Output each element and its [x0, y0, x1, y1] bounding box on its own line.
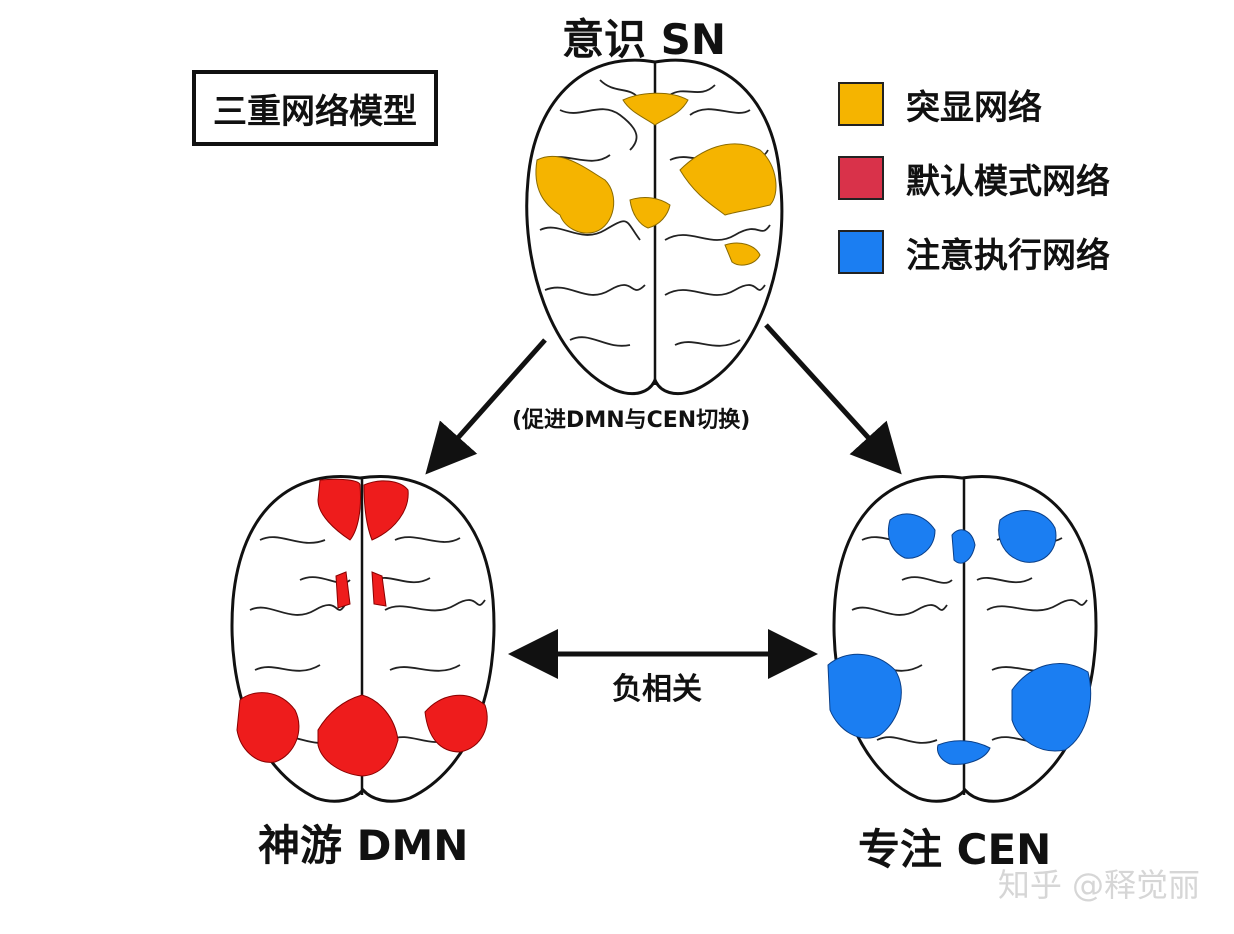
node-label-dmn: 神游 DMN [258, 821, 469, 870]
legend-label: 突显网络 [906, 87, 1042, 128]
diagram-title-text: 三重网络模型 [213, 91, 417, 132]
legend-label: 注意执行网络 [906, 235, 1110, 276]
node-label-cen: 专注 CEN [858, 825, 1052, 874]
legend-swatch [838, 156, 884, 200]
legend-swatch [838, 230, 884, 274]
diagram-title: 三重网络模型 [192, 70, 438, 146]
edge-label-dmn-cen: 负相关 [612, 672, 702, 707]
brain-sn [525, 58, 784, 396]
watermark: 知乎 @释觉丽 [997, 866, 1200, 904]
legend: 突显网络 默认模式网络 注意执行网络 [838, 80, 1110, 302]
legend-item-default-mode: 默认模式网络 [838, 154, 1110, 202]
brain-dmn [230, 475, 496, 803]
node-label-sn: 意识 SN [562, 15, 727, 64]
legend-item-salience: 突显网络 [838, 80, 1110, 128]
arrow-sn-to-cen [764, 323, 902, 475]
legend-item-executive: 注意执行网络 [838, 228, 1110, 276]
edge-label-sn-switch: (促进DMN与CEN切换) [512, 408, 751, 433]
brain-cen [827, 475, 1098, 803]
legend-swatch [838, 82, 884, 126]
arrow-sn-to-dmn [425, 338, 547, 475]
legend-label: 默认模式网络 [906, 161, 1110, 202]
